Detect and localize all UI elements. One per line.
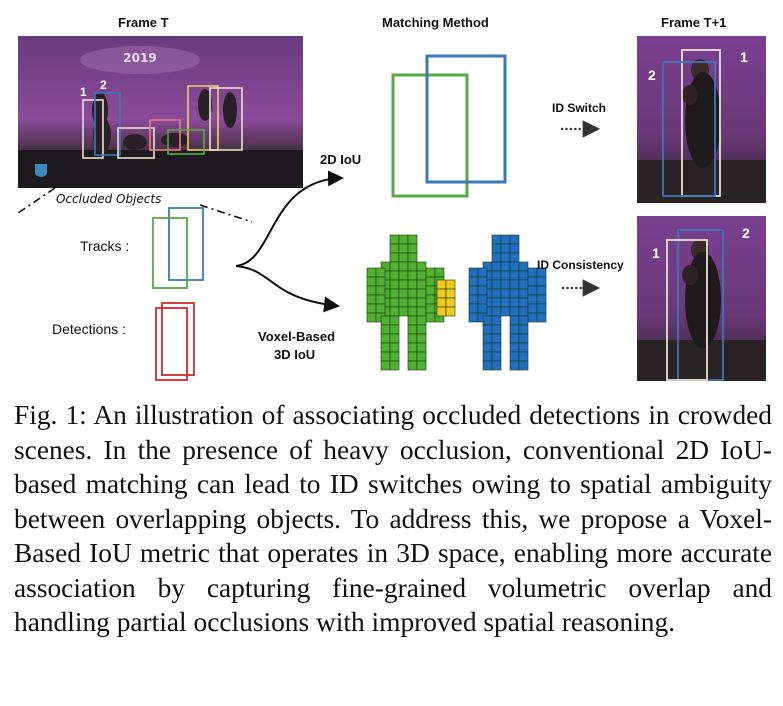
frame-t-title: Frame T — [118, 15, 169, 30]
voxel-blue-figure-arm-left — [468, 267, 488, 323]
voxel-blue-figure-torso — [482, 261, 529, 317]
arrow-to-voxel-iou — [235, 265, 340, 313]
tracks-label: Tracks : — [80, 238, 130, 254]
voxel-green-figure-head — [389, 234, 418, 263]
voxel-green-figure-leg-left — [380, 315, 400, 371]
frame-t-id-1: 1 — [80, 85, 87, 99]
frame-t1-title: Frame T+1 — [661, 15, 727, 30]
frame-t-id-2: 2 — [100, 78, 107, 92]
zoom-line-right — [199, 204, 253, 223]
voxel-blue-figure-arm-right — [527, 267, 547, 323]
iou-2d-boxes — [391, 54, 507, 198]
photo-banner-year: 2019 — [123, 51, 156, 65]
voxel-green-figure-torso — [380, 261, 427, 317]
frame-t-photo: 2019 1 2 — [18, 36, 303, 188]
id-switch-label: ID Switch — [552, 101, 607, 115]
voxel-blue-figure-head — [491, 234, 520, 263]
voxel-green-figure-arm-left — [366, 267, 386, 323]
voxel-label-line2: 3D IoU — [274, 347, 316, 362]
voxel-blue-figure-leg-right — [509, 315, 529, 371]
voxel-label-line1: Voxel-Based — [258, 329, 336, 344]
tracks-boxes — [152, 207, 204, 289]
caption-label: Fig. 1: — [14, 400, 87, 430]
id-consistency-label: ID Consistency — [537, 258, 624, 272]
matching-method-title: Matching Method — [382, 15, 489, 30]
voxel-blue-figure-leg-left — [482, 315, 502, 371]
frame-t1-switch-photo: 1 2 — [637, 36, 766, 203]
switch-id-2: 2 — [648, 67, 656, 83]
voxel-overlap-region — [436, 279, 456, 317]
figure-caption: Fig. 1: An illustration of associating o… — [14, 398, 772, 640]
zoom-line-left — [17, 187, 56, 214]
voxel-figures — [366, 234, 547, 371]
detections-label: Detections : — [52, 321, 126, 337]
consistency-id-2: 2 — [742, 225, 750, 241]
occluded-objects-label: Occluded Objects — [56, 192, 162, 206]
voxel-green-figure-leg-right — [407, 315, 427, 371]
arrow-to-2d-iou — [235, 170, 344, 267]
consistency-id-1: 1 — [652, 245, 660, 261]
switch-id-1: 1 — [740, 49, 748, 65]
iou-2d-label: 2D IoU — [320, 152, 362, 167]
frame-t1-consistency-photo: 1 2 — [637, 216, 766, 381]
detections-boxes — [155, 302, 195, 381]
figure-canvas: 2019 1 2 — [17, 36, 766, 381]
shield-logo-icon — [35, 164, 47, 177]
figure: 2019 1 2 — [17, 15, 766, 381]
caption-text: An illustration of associating occluded … — [14, 400, 772, 637]
